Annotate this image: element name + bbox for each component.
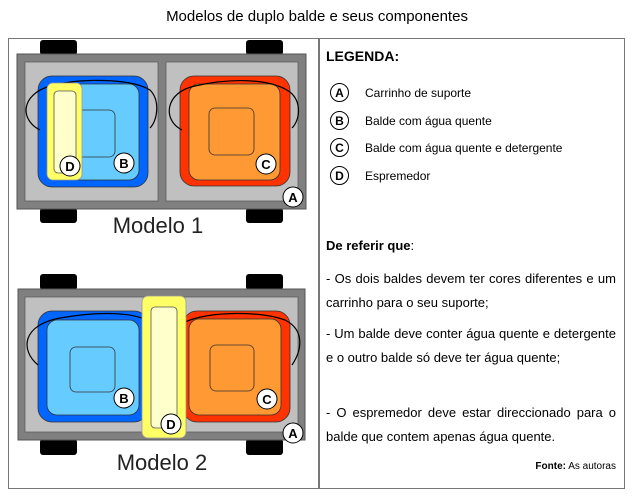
svg-text:A: A xyxy=(288,190,298,205)
bucket-orange-inner xyxy=(188,318,282,416)
wheel xyxy=(40,40,77,55)
legend-item: C Balde com água quente e detergente xyxy=(330,138,562,157)
handle xyxy=(25,79,158,131)
legend-text: Balde com água quente e detergente xyxy=(365,140,563,155)
note-item: - O espremedor deve estar direccionado p… xyxy=(326,405,616,444)
column-divider xyxy=(318,38,320,489)
source-text: As autoras xyxy=(565,461,616,472)
legend-item: A Carrinho de suporte xyxy=(330,83,471,102)
handle xyxy=(26,312,151,366)
note-item: - Um balde deve conter água quente e det… xyxy=(326,326,616,365)
marker-c: C xyxy=(256,388,278,410)
notes-heading-colon: : xyxy=(410,238,415,253)
svg-text:A: A xyxy=(288,426,298,441)
handle xyxy=(184,312,301,366)
legend-text: Carrinho de suporte xyxy=(365,85,472,100)
svg-text:D: D xyxy=(65,159,74,174)
model-2-label: Modelo 2 xyxy=(117,450,208,475)
legend-text: Espremedor xyxy=(365,168,431,183)
legend-text: Balde com água quente xyxy=(365,113,492,128)
model-1-diagram: Modelo 1 xyxy=(16,40,307,238)
notes-heading-bold: De referir que xyxy=(326,238,411,253)
wheel xyxy=(246,439,283,455)
wheel xyxy=(246,274,283,290)
wheel xyxy=(246,208,283,223)
source-credit: Fonte: As autoras xyxy=(535,461,616,472)
marker-a: A xyxy=(282,186,304,208)
marker-b: B xyxy=(113,387,135,409)
legend-item: B Balde com água quente xyxy=(330,111,492,130)
note-item: - Os dois baldes devem ter cores diferen… xyxy=(326,271,616,310)
handle xyxy=(168,80,300,131)
marker-d: D xyxy=(59,155,81,177)
svg-text:D: D xyxy=(166,417,175,432)
legend-item: D Espremedor xyxy=(330,166,430,185)
figure-title: Modelos de duplo balde e seus componente… xyxy=(166,8,468,25)
bucket-diagrams: Modelo 1 Modelo 2 D B C A B C D A xyxy=(16,40,307,475)
svg-text:C: C xyxy=(262,392,272,407)
marker-a: A xyxy=(282,422,304,444)
legend-marker: D xyxy=(330,166,349,185)
wheel xyxy=(40,274,77,290)
svg-text:B: B xyxy=(119,391,128,406)
wheel xyxy=(40,208,77,223)
marker-b: B xyxy=(113,152,135,174)
bucket-orange-inner xyxy=(188,83,281,181)
legend-marker: C xyxy=(330,138,349,157)
wheel xyxy=(40,439,77,455)
marker-c: C xyxy=(255,153,277,175)
svg-text:B: B xyxy=(119,156,128,171)
source-label: Fonte: xyxy=(535,461,566,472)
wheel xyxy=(246,40,283,55)
legend-marker: B xyxy=(330,111,349,130)
figure-frame xyxy=(8,38,625,489)
model-1-label: Modelo 1 xyxy=(113,213,204,238)
model-2-diagram: Modelo 2 xyxy=(17,274,306,475)
legend-marker: A xyxy=(330,83,349,102)
notes-heading: De referir que: xyxy=(326,238,414,253)
svg-text:C: C xyxy=(261,157,271,172)
legend-title: LEGENDA: xyxy=(326,48,400,64)
marker-d: D xyxy=(160,413,182,435)
